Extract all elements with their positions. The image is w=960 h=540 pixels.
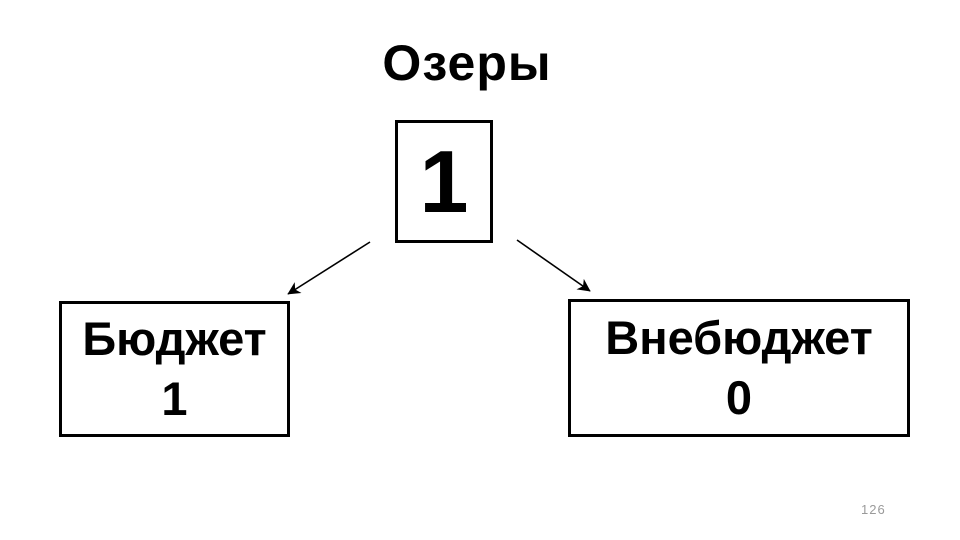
root-node-value: 1 [419,131,469,231]
arrow-to-left-node [287,241,371,295]
root-node-box: 1 [395,120,493,243]
right-node-box: Внебюджет 0 [568,299,910,437]
page-number: 126 [861,502,886,517]
right-node-value: 0 [725,371,753,424]
left-node-title: Бюджет [82,311,267,365]
arrow-to-right-node [516,239,591,292]
slide-title: Озеры [382,35,552,91]
left-node-box: Бюджет 1 [59,301,290,437]
right-node-title: Внебюджет [605,310,873,364]
left-node-value: 1 [161,372,188,425]
